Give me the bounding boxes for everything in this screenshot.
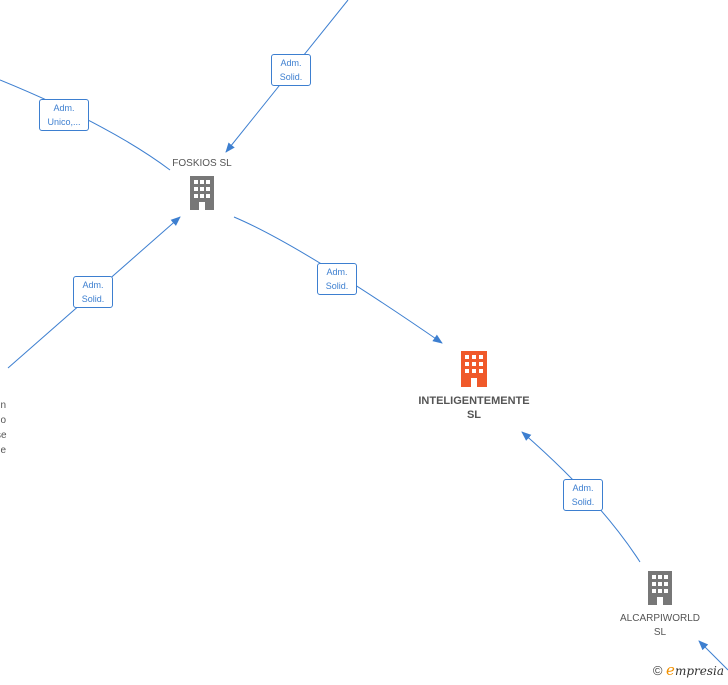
node-label-line1: ALCARPIWORLD — [619, 613, 700, 624]
node-label-line1: INTELIGENTEMENTE — [418, 395, 530, 407]
edge-label-line2: Solid. — [279, 72, 303, 82]
node-foskios[interactable]: FOSKIOS SL — [152, 157, 252, 215]
edge-label-line2: Solid. — [571, 497, 595, 507]
edge-line-center — [233, 216, 443, 344]
edge-line-left-top — [0, 79, 171, 171]
edge-label-line2: Unico,... — [47, 117, 81, 127]
cut-off-line: se — [0, 430, 7, 441]
cut-off-line: o — [0, 415, 6, 426]
edge-label-line2: Solid. — [81, 294, 105, 304]
edge-label-line2: Solid. — [325, 281, 349, 291]
edge-label-center[interactable]: Adm. Solid. — [317, 263, 357, 295]
brand-logo: empresia — [666, 661, 724, 679]
building-icon — [189, 176, 215, 215]
node-label: FOSKIOS SL — [172, 158, 232, 169]
cut-off-line: e — [0, 445, 6, 456]
node-inteligentemente[interactable]: INTELIGENTEMENTE SL — [404, 351, 544, 422]
edge-label-line1: Adm. — [53, 103, 75, 113]
edge-label-line1: Adm. — [82, 280, 104, 290]
building-icon — [646, 571, 674, 610]
edge-line-bottom-right — [698, 640, 728, 671]
building-icon — [459, 351, 489, 392]
node-label-line2: SL — [653, 627, 667, 638]
edge-label-line1: Adm. — [572, 483, 594, 493]
edge-label-top[interactable]: Adm. Solid. — [271, 54, 311, 86]
cut-off-node-label: n o se e — [0, 398, 7, 458]
cut-off-line: n — [0, 400, 6, 411]
edge-label-left-bottom[interactable]: Adm. Solid. — [73, 276, 113, 308]
node-alcarpiworld[interactable]: ALCARPIWORLD SL — [608, 571, 712, 640]
edge-label-line1: Adm. — [280, 58, 302, 68]
edge-label-line1: Adm. — [326, 267, 348, 277]
edge-label-right[interactable]: Adm. Solid. — [563, 479, 603, 511]
node-label-line2: SL — [466, 409, 482, 421]
copyright-footer: © empresia — [653, 661, 724, 679]
copyright-icon: © — [652, 663, 663, 678]
edge-label-left-top[interactable]: Adm. Unico,... — [39, 99, 89, 131]
